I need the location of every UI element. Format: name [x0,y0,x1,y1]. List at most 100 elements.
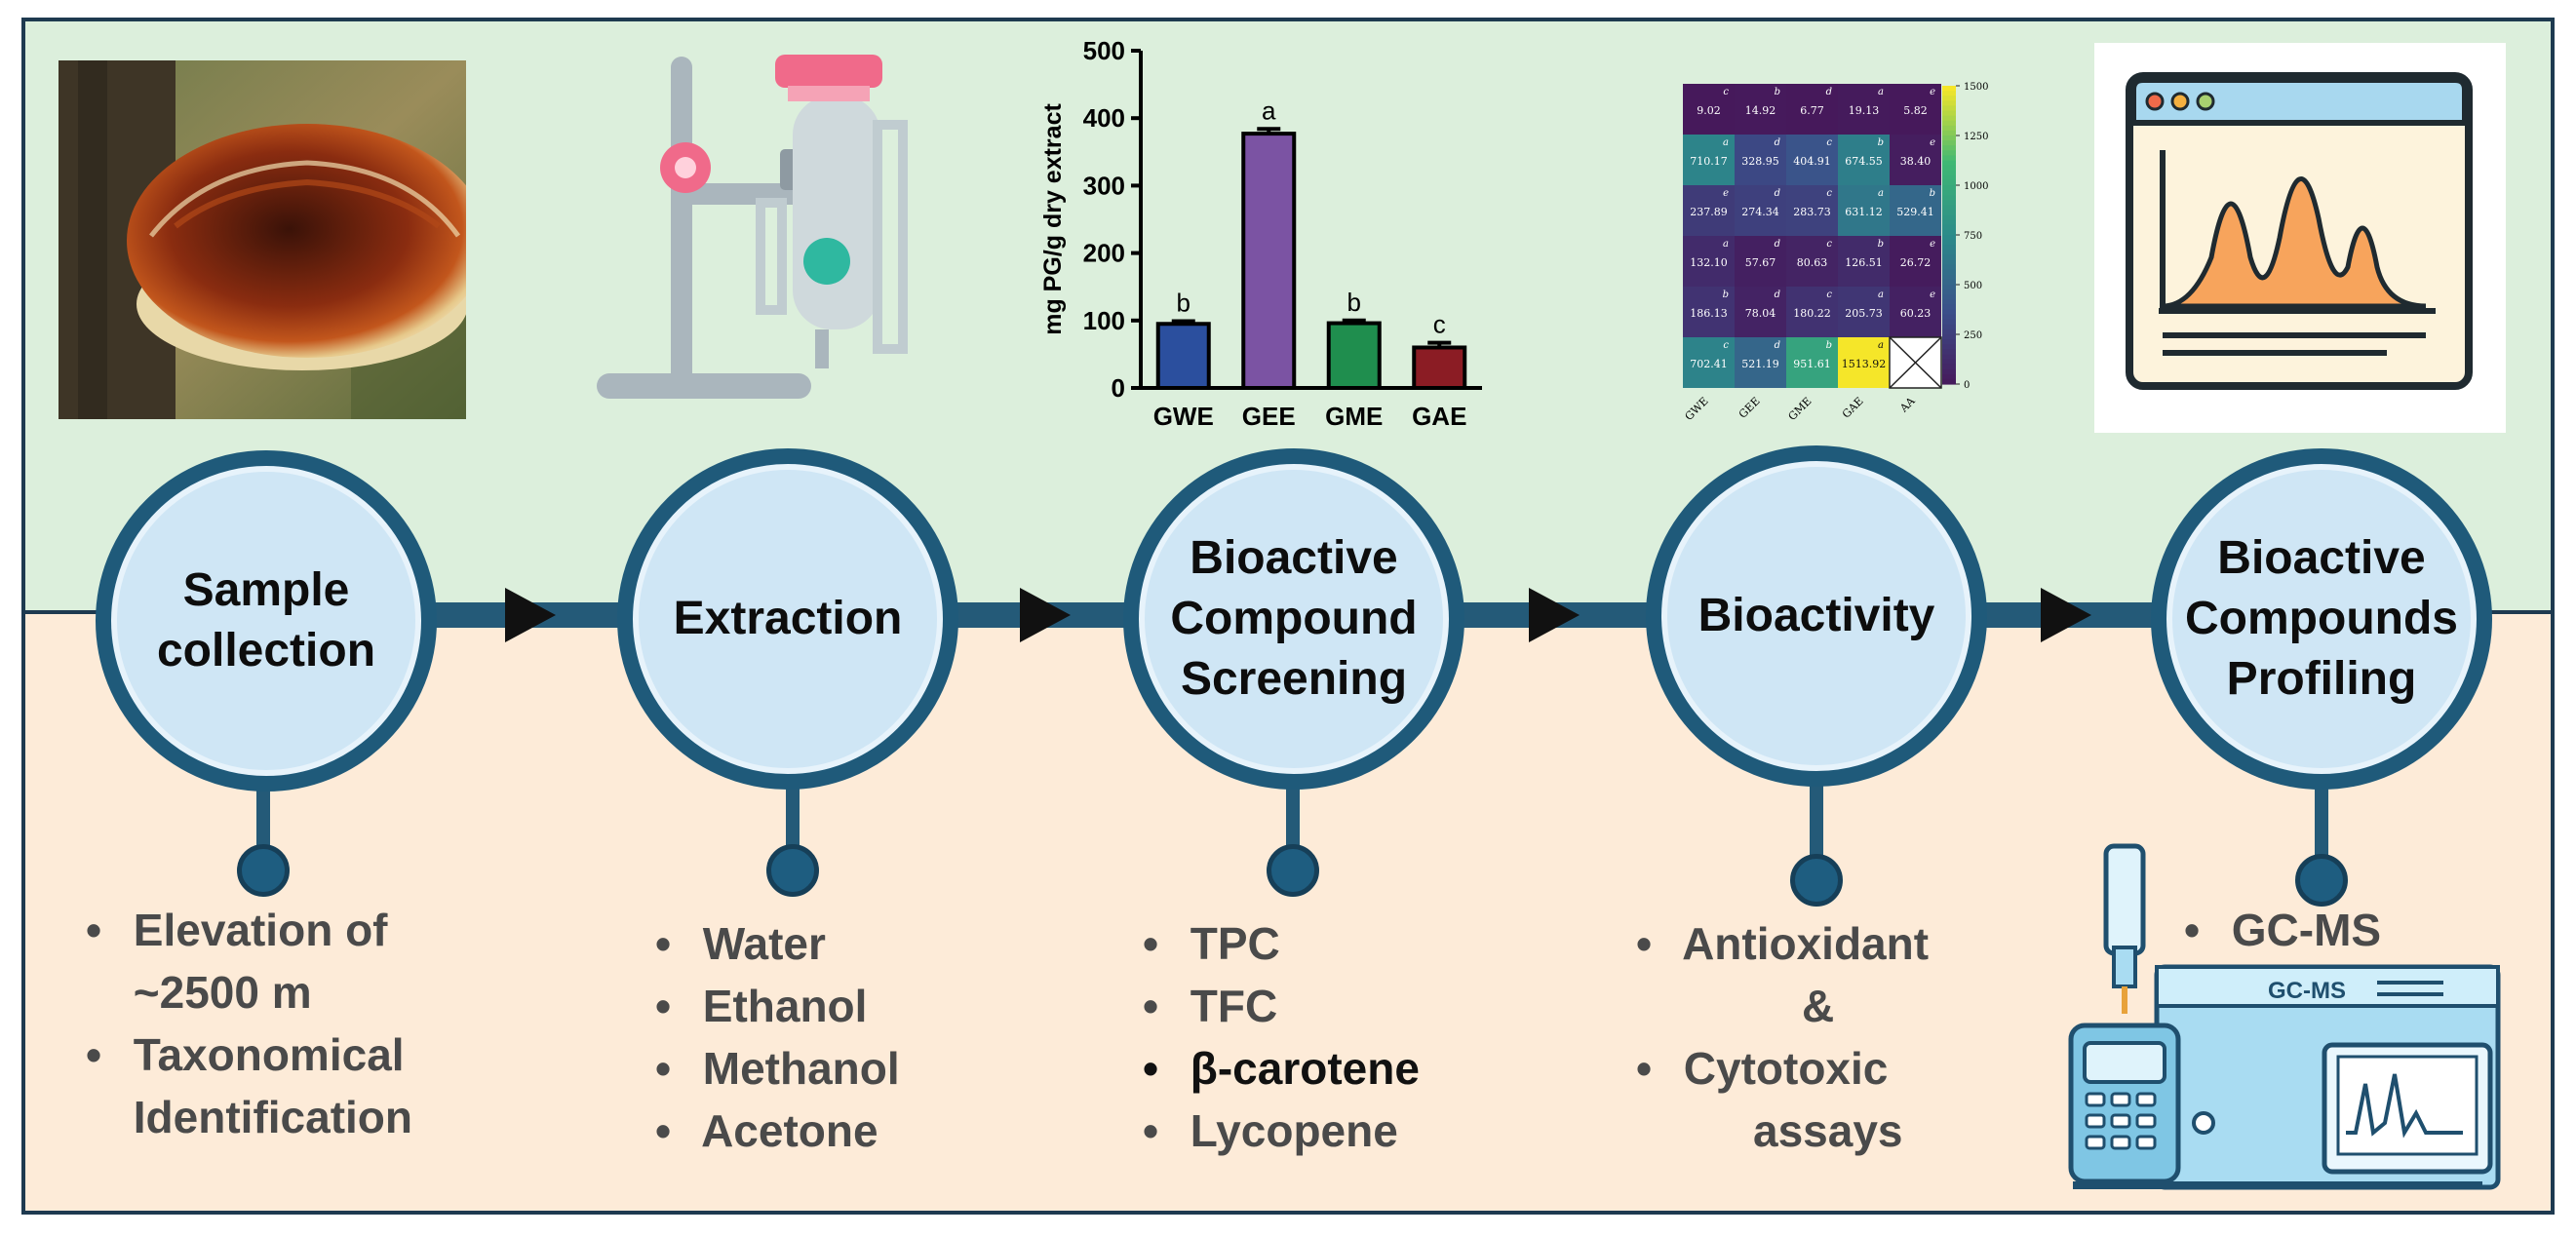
cell-letter: b [1878,137,1884,148]
colorbar-segment [1942,245,1956,251]
cell-letter: d [1775,239,1780,250]
connector-dot [766,844,819,897]
gc-ms-label: GC-MS [2268,978,2346,1004]
colorbar-segment [1942,373,1956,380]
bullet-list-sample-collection: • Elevation of ~2500 m • Taxonomical Ide… [86,899,412,1148]
cell-value: 80.63 [1797,256,1828,269]
colorbar-segment [1942,96,1956,101]
stage-screening: Bioactive Compound Screening [1123,448,1464,790]
cell-letter: e [1930,137,1935,148]
colorbar-segment [1942,334,1956,340]
list-item: Identification [133,1092,413,1142]
colorbar-segment [1942,170,1956,176]
colorbar-segment [1942,328,1956,335]
connector-dot [1267,844,1319,897]
significance-letter: b [1177,288,1190,317]
heatmap-cell [1786,236,1838,287]
connector-dot [1790,854,1843,907]
cell-value: 237.89 [1690,206,1728,218]
colorbar-segment [1942,214,1956,221]
cell-value: 132.10 [1690,256,1728,269]
heatmap-cell [1786,337,1838,388]
y-tick-label: 300 [1083,171,1125,200]
list-item: • Taxonomical [86,1029,405,1080]
heatmap-chart: 9.02c14.92b6.77d19.13a5.82e710.17a328.95… [1683,82,1989,423]
heatmap-cell [1683,185,1735,236]
heatmap-cell [1890,84,1941,135]
cell-value: 57.67 [1745,256,1776,269]
cell-letter: b [1775,87,1780,97]
bar [1326,321,1382,390]
stage-bioactivity: Bioactivity [1646,445,1987,787]
colorbar-tick-label: 250 [1964,330,1982,341]
colorbar-segment [1942,339,1956,345]
list-item: • Antioxidant [1636,918,1930,969]
cell-value: 328.95 [1741,155,1779,168]
colorbar-segment [1942,100,1956,106]
cell-value: 674.55 [1845,155,1883,168]
cell-letter: c [1826,188,1832,199]
colorbar-segment [1942,219,1956,226]
cell-letter: a [1878,87,1884,97]
cell-letter: c [1723,87,1729,97]
colorbar-tick-label: 750 [1964,231,1982,242]
cell-letter: b [1826,340,1832,351]
y-tick-label: 200 [1083,239,1125,268]
colorbar-tick-label: 1000 [1964,181,1988,192]
colorbar-segment [1942,125,1956,132]
colorbar-segment [1942,130,1956,136]
heatmap-cell [1683,84,1735,135]
heatmap-cell [1683,135,1735,185]
heatmap-x-label: GWE [1683,395,1711,423]
bullet-list-bioactivity: • Antioxidant & • Cytotoxic assays [1636,912,1929,1162]
cell-letter: d [1775,290,1780,300]
colorbar-segment [1942,264,1956,271]
cell-value: 126.51 [1845,256,1883,269]
heatmap-x-label: AA [1896,394,1918,415]
heatmap-cell [1838,84,1890,135]
list-item: • Methanol [655,1043,900,1094]
colorbar-segment [1942,269,1956,276]
connector-dot [2295,854,2348,907]
colorbar-tick-label: 1500 [1964,82,1988,93]
list-item: • Ethanol [655,981,868,1031]
cell-value: 38.40 [1900,155,1932,168]
stage-title: Bioactivity [1698,590,1935,641]
heatmap-cell [1838,236,1890,287]
colorbar-segment [1942,378,1956,385]
colorbar-tick-label: 0 [1964,380,1970,391]
heatmap-cell [1735,236,1786,287]
significance-letter: c [1433,310,1446,339]
cell-letter: a [1878,290,1884,300]
colorbar-segment [1942,364,1956,370]
colorbar-segment [1942,229,1956,236]
heatmap-cell [1786,135,1838,185]
bullet-list-screening: • TPC • TFC • β-carotene • Lycopene [1143,912,1420,1162]
colorbar-segment [1942,195,1956,201]
list-item: • GC-MS [2184,905,2382,955]
colorbar-segment [1942,259,1956,266]
cell-value: 14.92 [1745,104,1776,117]
list-item: • Water [655,918,826,969]
cell-letter: a [1723,239,1729,250]
list-item: assays [1753,1105,1903,1156]
connector-dot [237,844,290,897]
colorbar-segment [1942,299,1956,305]
heatmap-cell [1838,337,1890,388]
cell-value: 283.73 [1793,206,1831,218]
heatmap-x-label: GME [1786,395,1815,423]
cell-value: 60.23 [1900,307,1932,320]
cell-letter: e [1723,188,1729,199]
heatmap-cell [1890,185,1941,236]
heatmap-cell [1786,84,1838,135]
arrow-right-icon [1020,588,1071,642]
colorbar-segment [1942,200,1956,206]
cell-value: 521.19 [1741,358,1779,370]
list-item: • Elevation of [86,905,388,955]
cell-value: 529.41 [1896,206,1934,218]
heatmap-cell [1890,135,1941,185]
chromatogram-window-icon [2094,43,2506,433]
cell-letter: a [1878,340,1884,351]
list-item: & [1802,981,1835,1031]
